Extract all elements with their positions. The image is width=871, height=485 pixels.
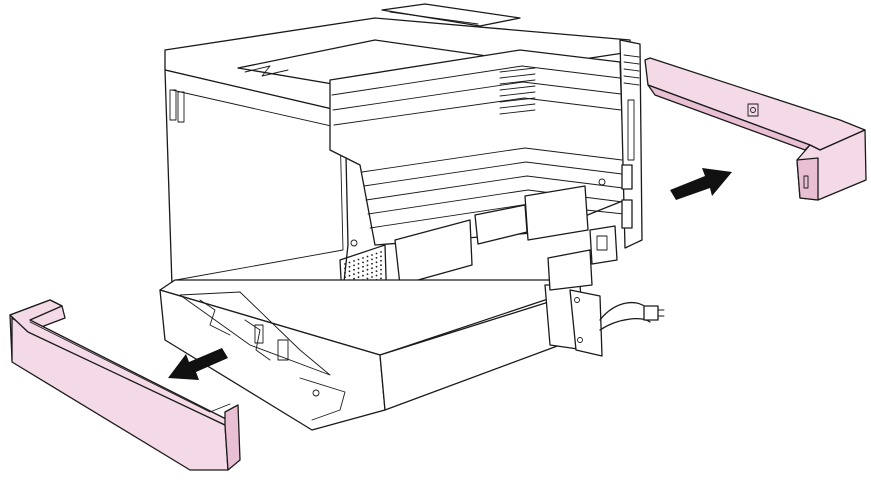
grille-dot: [357, 276, 360, 278]
cassette-base: [159, 249, 665, 431]
grille-dot: [344, 276, 346, 279]
arrow-remove-left-cover: [168, 348, 228, 380]
switch-panel: [589, 225, 618, 265]
grille-dot: [366, 268, 369, 271]
base-front: [159, 289, 386, 431]
grille-dot: [380, 273, 382, 275]
grille-dot: [375, 261, 378, 264]
power-cable: [599, 301, 651, 331]
side-latch-icon: [169, 89, 177, 121]
grille-dot: [375, 252, 378, 255]
grille-dot: [371, 276, 373, 278]
fuser-unit: [394, 219, 473, 286]
grille-dot: [357, 267, 360, 270]
grille-dot: [375, 274, 378, 277]
vent-grille: [499, 67, 536, 115]
grille-dot: [366, 277, 369, 280]
grille-dot: [380, 268, 382, 271]
printer-body: [164, 3, 643, 366]
grille-dot: [371, 258, 373, 261]
right-vent: [623, 54, 640, 86]
paper-extender: [381, 3, 521, 27]
grille-dot: [353, 268, 355, 271]
grille-dot: [357, 263, 360, 265]
grille-dot: [357, 271, 360, 274]
grille-dot: [380, 277, 382, 280]
left-cassette-cover: [9, 299, 241, 471]
screw-icon-2: [598, 178, 606, 186]
grille-dot: [380, 259, 382, 262]
interface-port-2: [621, 199, 633, 229]
screw-icon: [350, 239, 358, 247]
grille-dot: [357, 258, 360, 261]
grille-dot: [348, 266, 351, 268]
grille-dot: [344, 267, 346, 270]
grille-dot: [375, 257, 378, 259]
cover-latch-icon: [747, 103, 759, 117]
grille-dot: [366, 255, 369, 258]
grille-dot: [348, 270, 351, 273]
grille-dot: [371, 262, 373, 265]
grille-dot: [362, 257, 364, 259]
grille-dot: [371, 271, 373, 274]
grille-dot: [348, 261, 351, 264]
cover-left-far-end: [224, 404, 241, 471]
grille-dot: [380, 255, 382, 258]
grille-dot: [380, 251, 382, 253]
grille-dot: [366, 273, 369, 275]
arrow-remove-right-cover: [670, 168, 732, 200]
cable-connector: [643, 305, 659, 321]
grille-dot: [344, 271, 346, 274]
grille-dot: [380, 264, 382, 267]
interface-port: [621, 164, 633, 190]
grille-dot: [362, 261, 364, 264]
grille-dot: [366, 260, 369, 262]
cover-right-end-shade: [796, 157, 819, 201]
grille-dot: [353, 260, 355, 262]
grille-dot: [371, 267, 373, 270]
grille-dot: [375, 265, 378, 268]
grille-dot: [353, 277, 355, 280]
grille-dot: [371, 254, 373, 256]
grille-dot: [353, 273, 355, 276]
grille-dot: [375, 270, 378, 272]
grille-dot: [348, 274, 351, 277]
right-cassette-cover: [644, 57, 867, 201]
grille-dot: [366, 264, 369, 267]
grille-dot: [362, 270, 364, 273]
grille-dot: [362, 265, 364, 268]
grille-dot: [362, 274, 364, 277]
grille-dot: [353, 264, 355, 267]
grille-dot: [344, 263, 346, 265]
